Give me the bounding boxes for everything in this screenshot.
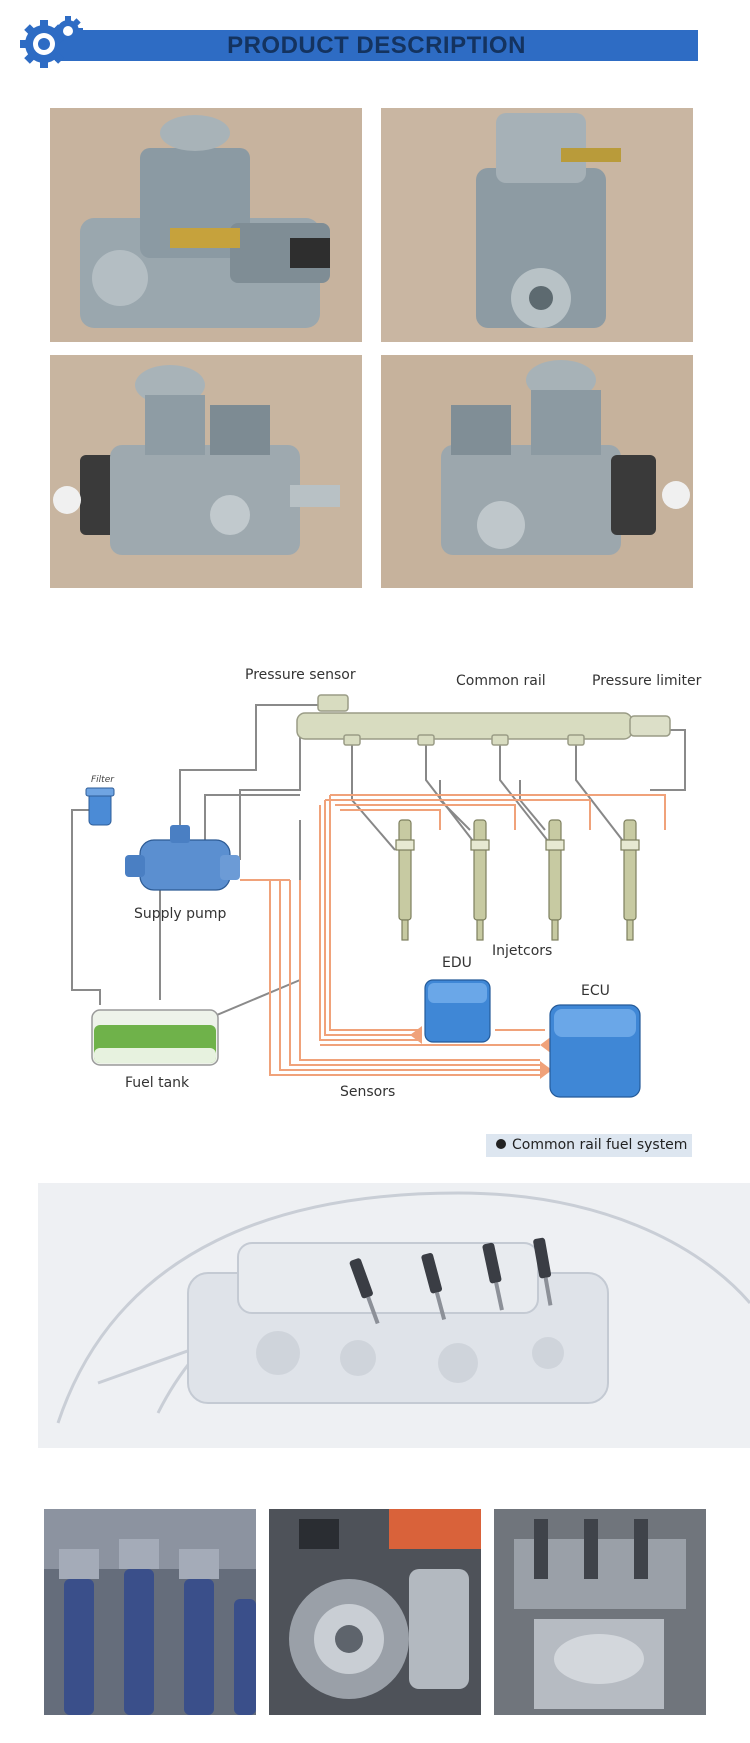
engine-cutaway-photo bbox=[494, 1509, 706, 1715]
pump-photo-3 bbox=[50, 355, 362, 588]
injectors-photo bbox=[44, 1509, 256, 1715]
pump-photo-2 bbox=[381, 108, 693, 342]
double-gear-icon bbox=[20, 16, 83, 68]
caption-text: Common rail fuel system bbox=[512, 1137, 688, 1153]
label-sensors: Sensors bbox=[340, 1084, 396, 1100]
header-bar bbox=[55, 30, 698, 61]
pump-photo-1 bbox=[50, 108, 362, 342]
label-filter: Filter bbox=[91, 775, 114, 785]
pump-photo-4 bbox=[381, 355, 693, 588]
label-ecu: ECU bbox=[581, 983, 610, 999]
label-common-rail: Common rail bbox=[456, 673, 546, 689]
label-supply-pump: Supply pump bbox=[134, 906, 227, 922]
label-edu: EDU bbox=[442, 955, 472, 971]
label-fuel-tank: Fuel tank bbox=[125, 1075, 190, 1091]
page-title: PRODUCT DESCRIPTION bbox=[227, 32, 526, 59]
caption-box bbox=[486, 1134, 692, 1157]
bullet-dot-icon bbox=[496, 1139, 506, 1149]
label-pressure-limiter: Pressure limiter bbox=[592, 673, 702, 689]
engine-illustration bbox=[38, 1183, 750, 1448]
label-pressure-sensor: Pressure sensor bbox=[245, 667, 356, 683]
common-rail-diagram bbox=[71, 694, 686, 1098]
diagram-caption: Common rail fuel system bbox=[486, 1134, 692, 1157]
label-injectors: Injetcors bbox=[492, 943, 553, 959]
pump-closeup-photo bbox=[269, 1509, 481, 1715]
